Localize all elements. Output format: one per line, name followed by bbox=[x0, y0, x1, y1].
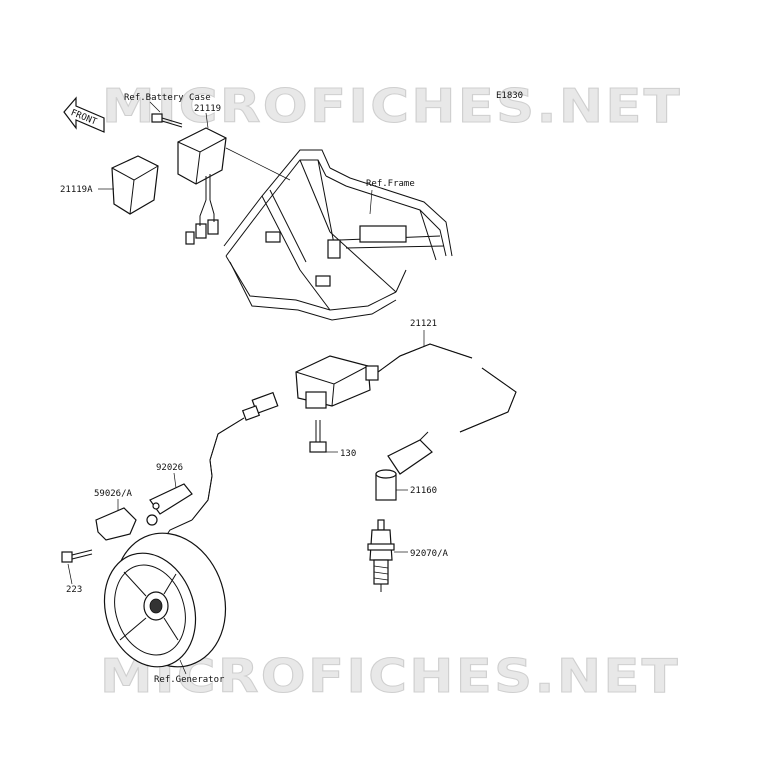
grommet-59026a bbox=[95, 507, 158, 541]
label-130: 130 bbox=[340, 449, 356, 459]
label-21121: 21121 bbox=[410, 319, 437, 329]
label-21119: 21119 bbox=[194, 104, 221, 114]
cdi-unit-21119 bbox=[177, 127, 227, 245]
label-21119a: 21119A bbox=[60, 185, 93, 195]
label-ref-frame: Ref.Frame bbox=[366, 179, 415, 189]
battery-case-bolt bbox=[151, 113, 183, 128]
generator-flywheel bbox=[103, 532, 227, 668]
diagram-code: E1830 bbox=[496, 91, 523, 101]
label-ref-battery-case: Ref.Battery Case bbox=[124, 93, 211, 103]
watermark-top: MICROFICHES.NET bbox=[102, 79, 682, 133]
cdi-unit-21119a bbox=[111, 155, 159, 215]
label-92026: 92026 bbox=[156, 463, 183, 473]
label-223: 223 bbox=[66, 585, 82, 595]
frame bbox=[223, 149, 453, 321]
label-59026a: 59026/A bbox=[94, 489, 133, 499]
clamp-92026 bbox=[149, 483, 193, 515]
bolt-130 bbox=[309, 420, 327, 453]
ignition-coil-21121 bbox=[295, 343, 517, 433]
front-arrow-icon: FRONT bbox=[63, 96, 105, 133]
label-ref-generator: Ref.Generator bbox=[154, 675, 225, 685]
generator-wire bbox=[157, 391, 279, 549]
spark-plug-92070a bbox=[367, 519, 395, 592]
screw-223 bbox=[61, 549, 93, 563]
label-21160: 21160 bbox=[410, 486, 437, 496]
label-92070a: 92070/A bbox=[410, 549, 449, 559]
spark-plug-cap-21160 bbox=[375, 431, 433, 501]
